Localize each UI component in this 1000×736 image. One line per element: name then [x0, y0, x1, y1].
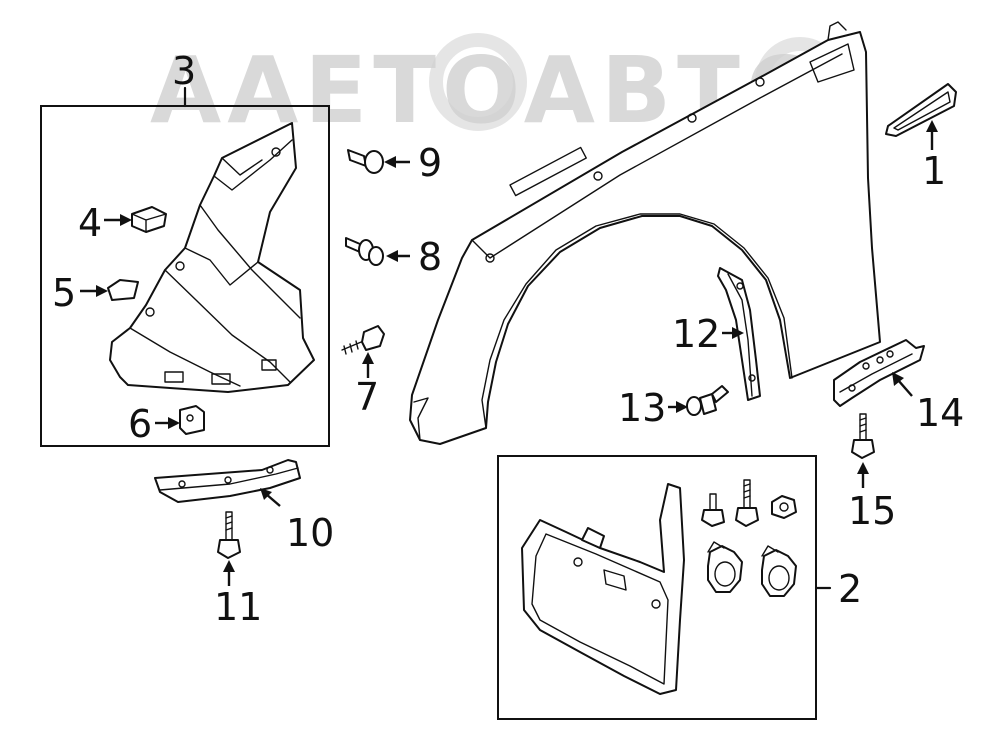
clip-part-4	[131, 206, 167, 233]
bolt-part-kit-b	[735, 479, 759, 527]
nut-part-6	[179, 405, 205, 435]
screw-part-9	[347, 149, 384, 174]
callout-13: 13	[618, 386, 666, 430]
callout-15: 15	[848, 489, 896, 533]
nut-part-kit	[771, 495, 797, 519]
bolt-part-7	[341, 325, 385, 355]
clip-part-13	[686, 385, 729, 416]
callout-6: 6	[128, 402, 152, 446]
bracket-part-10	[154, 459, 301, 503]
clamp-part-kit-a	[707, 541, 743, 593]
emblem-part-1	[885, 83, 957, 137]
callout-11: 11	[214, 585, 262, 629]
callout-4: 4	[78, 201, 102, 245]
bolt-part-15	[851, 413, 875, 459]
callout-8: 8	[418, 235, 442, 279]
bolt-part-kit-a	[701, 493, 725, 527]
front-fender-part	[409, 21, 881, 445]
bolt-part-11	[217, 511, 241, 559]
mud-flap-part	[521, 483, 685, 695]
fender-liner-part	[109, 122, 315, 393]
push-pin-part-8	[345, 237, 384, 266]
pad-part-5	[107, 279, 139, 301]
callout-9: 9	[418, 141, 442, 185]
callout-10: 10	[286, 511, 334, 555]
callout-3: 3	[172, 49, 196, 93]
callout-5: 5	[52, 271, 76, 315]
callout-14: 14	[916, 391, 964, 435]
callout-7: 7	[355, 375, 379, 419]
clamp-part-kit-b	[761, 545, 797, 597]
callout-1: 1	[922, 149, 946, 193]
bracket-part-14	[833, 339, 925, 407]
callout-2: 2	[838, 567, 862, 611]
callout-12: 12	[672, 312, 720, 356]
